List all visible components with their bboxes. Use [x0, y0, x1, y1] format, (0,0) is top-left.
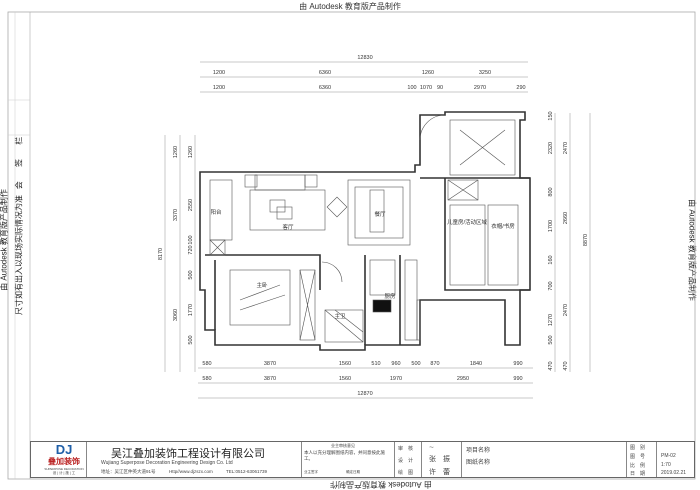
project-name-label: 项目名称 [466, 448, 491, 454]
room-label-master-bath: 主卫 [334, 314, 346, 320]
dimension-label: 470 [563, 361, 569, 371]
dimension-label: 1200 [212, 70, 226, 76]
company-address: 地址：吴江区仲英大道91号 [101, 469, 156, 474]
owner-statement: 本人以充分理解图纸内容，并同意按此施工。 [304, 450, 385, 461]
dimension-label: 1560 [338, 376, 352, 382]
owner-sign-label: 业主签字 [304, 470, 318, 474]
dimension-label: 990 [513, 376, 523, 382]
company-website: Http//www.djzszx.com [169, 469, 213, 474]
date-value: 2019.02.21 [661, 470, 687, 476]
room-label-dining: 餐厅 [374, 212, 386, 218]
dimension-label: 3870 [263, 361, 277, 367]
dimension-label: 1260 [421, 70, 435, 76]
drawing-type-label: 图 别 [630, 445, 646, 451]
dimension-label: 8870 [583, 233, 589, 247]
draw-label: 绘 图 [398, 470, 414, 476]
dimension-lines [164, 61, 591, 399]
dimension-label: 500 [188, 335, 194, 345]
dimension-label: 1700 [548, 219, 554, 233]
dimension-label: 870 [430, 361, 440, 367]
dimension-label: 500 [188, 270, 194, 280]
dimension-label: 990 [513, 361, 523, 367]
dimension-label: 2320 [548, 141, 554, 155]
dimension-label: 2950 [456, 376, 470, 382]
dimension-label: 700 [548, 281, 554, 291]
room-label-cloakroom: 衣帽/书房 [491, 224, 515, 230]
dimension-label: 720 [188, 245, 194, 255]
room-label-kids-room: 儿童房/活动区域 [446, 220, 488, 226]
dimension-label: 470 [548, 361, 554, 371]
room-label-master-bedroom: 主卧 [256, 283, 268, 289]
dimension-label: 2660 [563, 211, 569, 225]
dimension-label: 2470 [563, 303, 569, 317]
reviewer-signature: ~ [429, 443, 434, 452]
scale-label: 比 例 [630, 463, 646, 469]
dimension-label: 2470 [563, 141, 569, 155]
dimension-label: 3870 [263, 376, 277, 382]
company-name-en: Wujiang Superpose Decoration Engineering… [101, 460, 233, 466]
dimension-label: 1070 [419, 85, 433, 91]
dimension-label: 100 [407, 85, 417, 91]
dimension-label: 800 [548, 187, 554, 197]
design-label: 设 计 [398, 458, 414, 464]
dimension-label: 1260 [173, 145, 179, 159]
dimension-label: 3370 [173, 208, 179, 222]
sheet-frame [7, 11, 696, 480]
dimension-label: 1260 [188, 145, 194, 159]
dimension-label: 510 [371, 361, 381, 367]
drawing-name-label: 图纸名称 [466, 460, 491, 466]
dimension-label: 580 [202, 376, 212, 382]
dimension-label: 100 [188, 235, 194, 245]
dimension-label: 960 [391, 361, 401, 367]
company-logo: DJ 叠加装饰 SUPERPOSE DECORATION 设 | 计 | 施 |… [44, 442, 84, 475]
room-label-balcony: 阳台 [210, 210, 222, 216]
review-label: 审 核 [398, 446, 414, 452]
dimension-label: 580 [202, 361, 212, 367]
date-label: 日 期 [630, 471, 646, 477]
walls [199, 111, 531, 351]
dimension-label: 6360 [318, 70, 332, 76]
dimension-label: 6360 [318, 85, 332, 91]
dimension-label: 500 [411, 361, 421, 367]
watermark-top: 由 Autodesk 教育版产品制作 [299, 2, 401, 11]
dimension-label: 500 [548, 335, 554, 345]
dimension-label: 90 [436, 85, 444, 91]
dimension-label: 290 [516, 85, 526, 91]
dimension-label: 12830 [357, 55, 373, 61]
company-name-cn: 吴江叠加装饰工程设计有限公司 [111, 448, 265, 460]
drafter-name: 许 蕾 [429, 469, 450, 476]
owner-review-label: 业主审核意见 [331, 443, 355, 448]
dimension-label: 150 [548, 111, 554, 121]
dimension-label: 160 [548, 255, 554, 265]
dimension-label: 3250 [478, 70, 492, 76]
title-block: DJ 叠加装饰 SUPERPOSE DECORATION 设 | 计 | 施 |… [30, 441, 695, 478]
confirm-date-label: 确定日期 [346, 470, 360, 474]
dimension-label: 1560 [338, 361, 352, 367]
designer-name: 张 振 [429, 456, 450, 463]
room-label-living: 客厅 [282, 225, 294, 231]
scale-value: 1:70 [661, 462, 671, 468]
drawing-number-value: PM-02 [661, 453, 676, 459]
dimension-label: 2970 [473, 85, 487, 91]
dimension-label: 12870 [357, 391, 373, 397]
room-label-kitchen: 厨房 [384, 294, 396, 300]
dimension-label: 3060 [173, 308, 179, 322]
dimension-label: 2550 [188, 198, 194, 212]
dimension-label: 1770 [188, 303, 194, 317]
drawing-number-label: 图 号 [630, 454, 646, 460]
dimension-label: 1840 [469, 361, 483, 367]
dimension-label: 1200 [212, 85, 226, 91]
dimension-label: 8170 [158, 247, 164, 261]
company-tel: TEL:0512-63061739 [226, 469, 268, 474]
dimension-label: 1970 [389, 376, 403, 382]
furniture [209, 114, 519, 343]
dimension-label: 1270 [548, 313, 554, 327]
